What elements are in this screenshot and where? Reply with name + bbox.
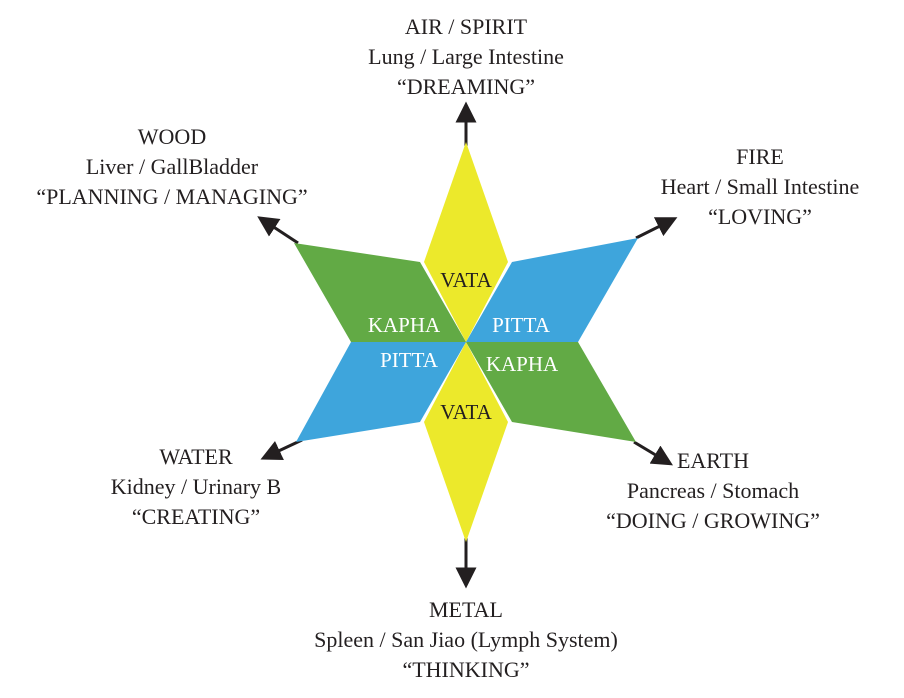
label-fire-action: “LOVING” [708,204,812,229]
label-fire: FIRE Heart / Small Intestine “LOVING” [661,142,860,232]
dosha-labels: VATA KAPHA PITTA PITTA KAPHA VATA [368,268,559,424]
label-earth: EARTH Pancreas / Stomach “DOING / GROWIN… [606,446,820,536]
direction-arrows [257,101,678,589]
label-wood-organs: Liver / GallBladder [85,154,259,179]
dosha-kapha-lower-right: KAPHA [486,352,559,376]
label-air-organs: Lung / Large Intestine [368,44,564,69]
label-metal: METAL Spleen / San Jiao (Lymph System) “… [314,595,618,685]
arrow-fire [635,217,678,240]
label-wood-action: “PLANNING / MANAGING” [36,184,308,209]
label-earth-organs: Pancreas / Stomach [626,478,800,503]
label-metal-name: METAL [428,597,504,622]
label-air-name: AIR / SPIRIT [404,14,528,39]
arrow-wood [257,216,299,245]
dosha-vata-bottom: VATA [440,400,492,424]
label-metal-organs: Spleen / San Jiao (Lymph System) [314,627,618,652]
dosha-vata-top: VATA [440,268,492,292]
petal-metal-yellow [424,342,508,542]
label-earth-name: EARTH [676,448,749,473]
petal-earth-green [466,342,636,442]
label-air: AIR / SPIRIT Lung / Large Intestine “DRE… [368,12,564,102]
dosha-pitta-lower-left: PITTA [380,348,439,372]
petal-fire-blue [466,238,638,342]
label-water-name: WATER [159,444,233,469]
dosha-kapha-upper-left: KAPHA [368,313,441,337]
dosha-pitta-upper-right: PITTA [492,313,551,337]
label-water: WATER Kidney / Urinary B “CREATING” [111,442,281,532]
petal-water-blue [296,342,466,442]
label-air-action: “DREAMING” [396,74,536,99]
label-earth-action: “DOING / GROWING” [606,508,820,533]
label-metal-action: “THINKING” [402,657,530,682]
star-petals [294,142,638,542]
label-wood: WOOD Liver / GallBladder “PLANNING / MAN… [36,122,307,212]
label-water-action: “CREATING” [131,504,261,529]
label-fire-name: FIRE [736,144,784,169]
petal-wood-green [294,243,466,342]
arrow-earth [633,440,674,466]
label-fire-organs: Heart / Small Intestine [660,174,860,199]
label-water-organs: Kidney / Urinary B [110,474,282,499]
arrow-water [260,438,303,461]
label-wood-name: WOOD [137,124,207,149]
petal-air-yellow [424,142,508,342]
